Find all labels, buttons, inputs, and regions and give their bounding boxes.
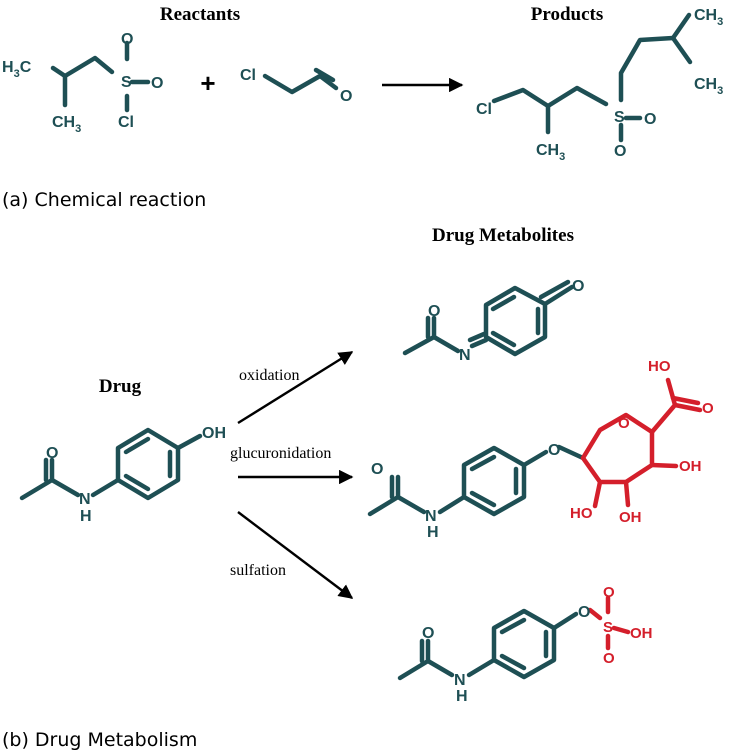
r1-h3c-label: H3C <box>2 59 32 80</box>
m1-oxygen-keto-label: O <box>572 278 584 295</box>
m2-oxygen-amide-label: O <box>371 461 383 478</box>
drug-oxygen-label: O <box>46 445 58 462</box>
products-heading: Products <box>531 4 603 25</box>
m2-hydrogen-label: H <box>427 524 439 541</box>
oxidation-arrow <box>237 350 354 425</box>
m3-hydroxyl-label: OH <box>630 625 653 642</box>
m3-nitrogen-label: N <box>454 672 466 689</box>
m3-oxygen-top-label: O <box>603 584 615 601</box>
r1-chlorine-label: Cl <box>118 114 134 131</box>
m2-hydroxyl-right-label: OH <box>679 458 702 475</box>
m2-acid-oxygen-label: O <box>702 400 714 417</box>
m2-hydroxyl-bottom-label: OH <box>619 509 642 526</box>
r1-oxygen-top-label: O <box>121 31 133 48</box>
m2-hydroxyl-left-label: HO <box>570 505 593 522</box>
sulfation-arrow <box>237 511 354 599</box>
product-molecule: Cl CH3 S O O CH3 CH3 <box>476 7 723 163</box>
glucuronide-metabolite-molecule: O N H O O HO O OH OH HO <box>367 358 714 541</box>
drug-nitrogen-label: N <box>79 491 91 508</box>
m3-sulfur-label: S <box>603 619 613 636</box>
m1-oxygen-amide-label: O <box>428 303 440 320</box>
drug-molecule: O N H OH <box>19 425 226 525</box>
sulfation-label: sulfation <box>230 562 286 579</box>
caption-b: (b) Drug Metabolism <box>2 729 197 751</box>
m3-oxygen-link-label: O <box>578 604 590 621</box>
r2-oxygen-label: O <box>340 88 352 105</box>
m3-oxygen-amide-label: O <box>422 625 434 642</box>
p-ch3-label: CH3 <box>536 142 565 163</box>
m2-oxygen-link-label: O <box>548 442 560 459</box>
drug-hydrogen-label: H <box>80 508 92 525</box>
reactant-1-molecule: H3C S O O Cl CH3 <box>2 31 163 135</box>
m3-hydrogen-label: H <box>456 688 468 705</box>
m1-nitrogen-label: N <box>459 347 471 364</box>
r1-sulfur-label: S <box>121 74 132 91</box>
drug-hydroxyl-label: OH <box>202 425 226 442</box>
m3-oxygen-bottom-label: O <box>603 650 615 667</box>
p-oxygen-right-label: O <box>644 111 656 128</box>
metabolites-heading: Drug Metabolites <box>432 225 574 246</box>
reactants-heading: Reactants <box>160 4 240 25</box>
oxidation-label: oxidation <box>239 367 299 384</box>
r2-chlorine-label: Cl <box>240 67 256 84</box>
panel-b: Drug Metabolites Drug O N H OH oxidation… <box>2 225 714 751</box>
plus-sign: + <box>200 68 215 98</box>
p-chlorine-label: Cl <box>476 101 492 118</box>
m2-acid-hydroxyl-label: HO <box>648 358 671 375</box>
caption-a: (a) Chemical reaction <box>2 189 206 211</box>
reactant-2-molecule: Cl O <box>240 67 352 105</box>
p-sulfur-label: S <box>614 109 625 126</box>
p-ch3-top-label: CH3 <box>694 7 723 28</box>
oxidation-metabolite-molecule: O N O <box>402 278 584 364</box>
r1-ch3-label: CH3 <box>52 114 81 135</box>
p-ch3-right-label: CH3 <box>694 76 723 97</box>
sulfate-metabolite-molecule: O N H O S O O OH <box>397 584 653 705</box>
p-oxygen-bottom-label: O <box>614 143 626 160</box>
drug-heading: Drug <box>99 376 142 397</box>
r1-oxygen-right-label: O <box>151 75 163 92</box>
panel-a: Reactants Products H3C S O O Cl CH3 + Cl… <box>2 4 723 211</box>
m2-ring-oxygen-label: O <box>618 415 630 432</box>
glucuronidation-label: glucuronidation <box>230 445 331 462</box>
m2-nitrogen-label: N <box>425 508 437 525</box>
